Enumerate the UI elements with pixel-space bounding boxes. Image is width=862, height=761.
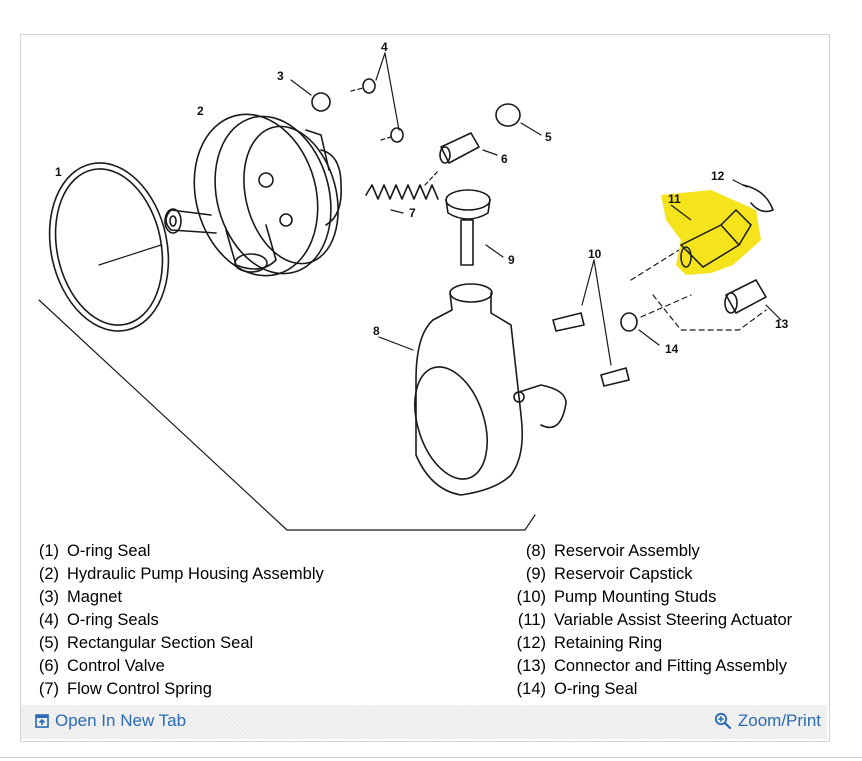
rect-seal-part: [495, 103, 521, 127]
open-in-new-tab-icon: [35, 714, 49, 728]
legend-item: (5)Rectangular Section Seal: [38, 634, 254, 652]
o-ring-14-part: [620, 312, 638, 332]
callout-7: 7: [409, 206, 416, 220]
callout-8: 8: [373, 324, 380, 338]
zoom-print-label: Zoom/Print: [737, 711, 821, 730]
callout-12: 12: [711, 169, 725, 183]
legend-item: (7)Flow Control Spring: [38, 680, 212, 698]
connector-fitting-part: [724, 279, 782, 321]
legend-item: (2)Hydraulic Pump Housing Assembly: [38, 565, 324, 583]
legend-item: (9)Reservoir Capstick: [525, 565, 693, 583]
legend-item: (3)Magnet: [38, 588, 123, 606]
figure-toolbar: Open In New Tab Zoom/Print: [21, 705, 827, 739]
zoom-print-button[interactable]: Zoom/Print: [714, 711, 821, 731]
control-valve-part: [439, 132, 498, 164]
legend-column-left: (1)O-ring Seal (2)Hydraulic Pump Housing…: [29, 540, 324, 701]
open-in-new-tab-button[interactable]: Open In New Tab: [35, 711, 186, 731]
reservoir-capstick-part: [445, 189, 504, 266]
legend-item: (8)Reservoir Assembly: [525, 542, 700, 560]
retaining-ring-part: [742, 184, 774, 213]
callout-9: 9: [508, 253, 515, 267]
legend-item: (4)O-ring Seals: [38, 611, 159, 629]
legend-item: (10)Pump Mounting Studs: [516, 588, 717, 606]
callout-2: 2: [197, 104, 204, 118]
figure-frame: [20, 34, 830, 742]
page-divider: [0, 757, 862, 758]
parts-legend: (1)O-ring Seal (2)Hydraulic Pump Housing…: [21, 540, 827, 705]
parts-diagram: 1 2 3 4 5 6 7 8 9 10 11 12 13 14: [38, 40, 789, 531]
callout-1: 1: [55, 165, 62, 179]
zoom-magnifier-icon: [714, 712, 732, 730]
open-in-new-tab-label: Open In New Tab: [55, 711, 187, 730]
legend-column-right: (8)Reservoir Assembly (9)Reservoir Capst…: [504, 540, 793, 701]
legend-item: (12)Retaining Ring: [516, 634, 663, 652]
mounting-studs-part: [552, 259, 630, 387]
legend-item: (11)Variable Assist Steering Actuator: [517, 611, 793, 629]
steering-actuator-highlight: [661, 190, 761, 275]
o-ring-seal-part: [48, 162, 170, 332]
callout-11: 11: [668, 192, 681, 206]
pump-housing-part: [164, 113, 343, 277]
callout-5: 5: [545, 130, 552, 144]
legend-item: (1)O-ring Seal: [38, 542, 151, 560]
callout-3: 3: [277, 69, 284, 83]
magnet-part: [311, 92, 331, 112]
reservoir-assembly-part: [378, 283, 567, 496]
legend-item: (14)O-ring Seal: [516, 680, 638, 698]
legend-item: (6)Control Valve: [38, 657, 165, 675]
callout-4: 4: [381, 40, 388, 54]
callout-6: 6: [501, 152, 508, 166]
flow-spring-part: [365, 169, 440, 214]
callout-10: 10: [588, 247, 602, 261]
legend-item: (13)Connector and Fitting Assembly: [516, 657, 787, 675]
callout-14: 14: [665, 342, 679, 356]
callout-13: 13: [775, 317, 789, 331]
